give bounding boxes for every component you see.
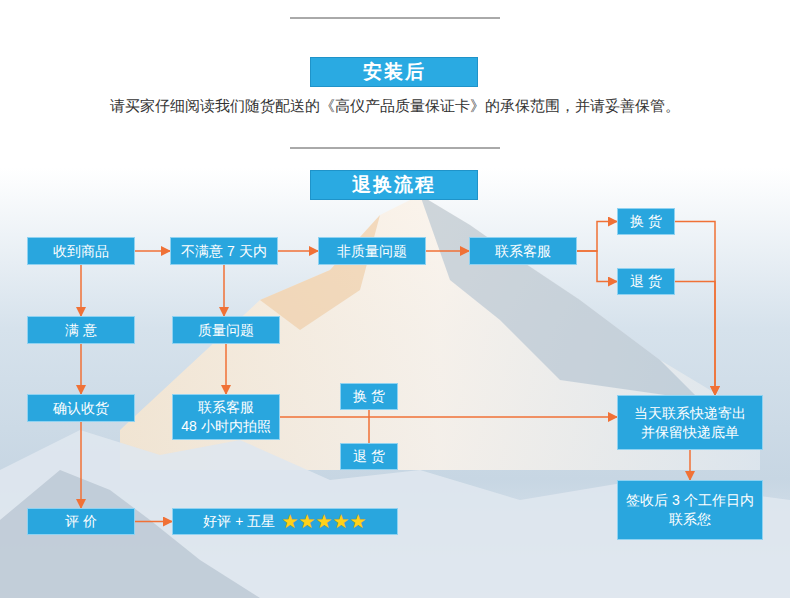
- flow-arrow: [135, 250, 170, 252]
- mountain-shadow: [420, 195, 700, 400]
- process-box: 不满意 7 天内: [170, 237, 278, 265]
- box-text: 满 意: [65, 321, 97, 340]
- process-box: 收到商品: [27, 237, 135, 265]
- process-box: 联系客服48 小时内拍照: [172, 394, 280, 440]
- flow-arrow: [225, 344, 227, 394]
- box-text: 换 货: [353, 387, 385, 406]
- flow-arrow: [689, 450, 691, 480]
- title-banner: 安装后: [310, 57, 478, 87]
- flow-arrow: [223, 265, 225, 316]
- process-box: 确认收货: [27, 394, 135, 422]
- note-text: 请买家仔细阅读我们随货配送的《高仪产品质量保证卡》的承保范围，并请妥善保管。: [110, 97, 680, 116]
- process-box: 当天联系快递寄出并保留快递底单: [617, 395, 763, 450]
- process-box: 评 价: [27, 508, 135, 535]
- mountain: [120, 195, 760, 470]
- flow-arrow: [280, 416, 617, 418]
- flow-arrow: [577, 222, 617, 252]
- box-text: 签收后 3 个工作日内: [626, 491, 754, 510]
- process-box: 退 货: [340, 443, 398, 470]
- box-text: 48 小时内拍照: [181, 417, 270, 436]
- box-text: 换 货: [630, 212, 662, 231]
- box-text: 评 价: [65, 512, 97, 531]
- process-box: 签收后 3 个工作日内联系您: [617, 480, 763, 540]
- process-box: 退 货: [617, 268, 675, 295]
- flow-arrow: [675, 222, 715, 396]
- box-text: 收到商品: [53, 242, 109, 261]
- box-text: 不满意 7 天内: [181, 242, 267, 261]
- title-banner: 退换流程: [310, 170, 478, 200]
- box-text: 退 货: [630, 272, 662, 291]
- flow-arrow: [675, 282, 715, 396]
- flow-arrow: [80, 422, 82, 508]
- flow-arrow: [426, 250, 469, 252]
- process-box: 非质量问题: [318, 237, 426, 265]
- flow-arrow: [577, 251, 617, 282]
- sunlit-face: [260, 215, 380, 330]
- flow-arrow: [135, 521, 172, 523]
- rating-stars: ★★★★★: [281, 512, 366, 531]
- rule: [290, 18, 500, 19]
- box-text: 联系客服: [495, 242, 551, 261]
- process-box: 换 货: [617, 208, 675, 235]
- box-text: 并保留快递底单: [641, 423, 739, 442]
- process-box: 好评 + 五星 ★★★★★: [172, 508, 398, 535]
- flow-arrow: [80, 265, 82, 316]
- box-text: 好评 + 五星: [203, 512, 275, 531]
- process-box: 满 意: [27, 316, 135, 344]
- box-text: 联系您: [669, 510, 711, 529]
- box-text: 安装后: [363, 60, 426, 84]
- box-text: 退 货: [353, 447, 385, 466]
- box-text: 非质量问题: [337, 242, 407, 261]
- process-box: 换 货: [340, 383, 398, 410]
- flow-arrow: [368, 410, 370, 443]
- process-box: 质量问题: [172, 316, 280, 344]
- box-text: 当天联系快递寄出: [634, 404, 746, 423]
- box-text: 联系客服: [198, 398, 254, 417]
- box-text: 确认收货: [53, 399, 109, 418]
- box-text: 退换流程: [352, 173, 436, 197]
- mist: [0, 430, 790, 598]
- flow-arrow: [278, 250, 318, 252]
- rule: [290, 148, 500, 149]
- box-text: 质量问题: [198, 321, 254, 340]
- flow-arrow: [80, 344, 82, 394]
- process-box: 联系客服: [469, 237, 577, 265]
